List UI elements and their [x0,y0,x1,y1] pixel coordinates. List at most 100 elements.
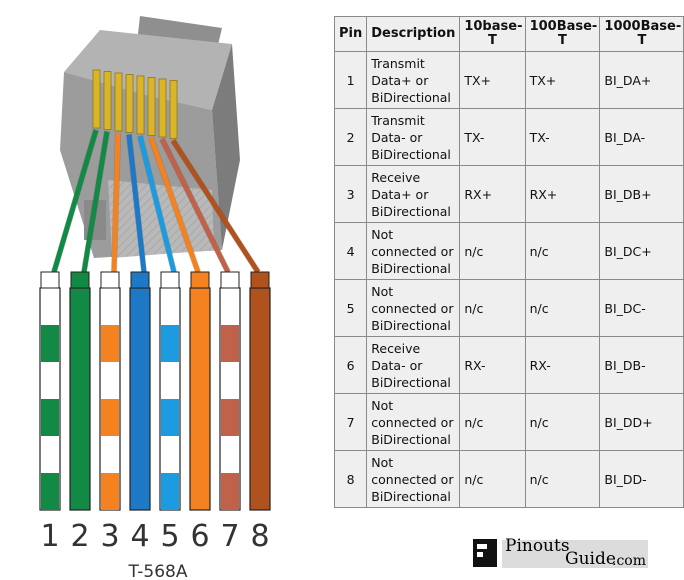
table-row: 4 Not connected or BiDirectional n/c n/c… [333,222,684,280]
pin-number-7: 7 [220,519,239,554]
cell-10base-t: RX- [459,336,526,394]
wire-lead-7 [159,137,231,274]
cell-10base-t: TX+ [459,51,526,109]
table-row: 2 Transmit Data- or BiDirectional TX- TX… [333,108,684,166]
cell-1000base-t: BI_DB- [599,336,684,394]
wire-8 [249,271,271,511]
gold-contact-7 [158,78,167,138]
cell-10base-t: n/c [459,393,526,451]
pin-number-5: 5 [160,519,179,554]
wire-lead-2 [81,131,110,273]
cell-10base-t: TX- [459,108,526,166]
cell-1000base-t: BI_DA- [599,108,684,166]
cell-10base-t: n/c [459,279,526,337]
table-row: 8 Not connected or BiDirectional n/c n/c… [333,450,684,508]
cell-pin: 2 [333,108,368,166]
cell-100base-t: RX+ [524,165,601,223]
header-100base-t: 100Base-T [524,16,601,52]
cell-100base-t: n/c [524,279,601,337]
header-description: Description [366,16,461,52]
wire-2 [69,271,91,511]
wire-lead-4 [126,134,147,273]
plug-top-face [64,30,232,110]
gold-contacts [92,69,178,139]
wire-5 [159,271,181,511]
table-row: 3 Receive Data+ or BiDirectional RX+ RX+… [333,165,684,223]
wire-lead-3 [111,132,121,273]
wire-3 [99,271,121,511]
cell-10base-t: n/c [459,450,526,508]
pin-number-3: 3 [100,519,119,554]
wire-lead-1 [51,129,99,273]
cell-pin: 1 [333,51,368,109]
table-row: 6 Receive Data- or BiDirectional RX- RX-… [333,336,684,394]
gold-contact-8 [169,80,178,139]
header-1000base-t: 1000Base-T [599,16,684,52]
pinouts-guide-logo-icon [473,539,497,567]
cell-100base-t: TX- [524,108,601,166]
cell-1000base-t: BI_DC+ [599,222,684,280]
pinout-table: Pin Description 10base-T 100Base-T 1000B… [333,16,684,508]
cell-10base-t: RX+ [459,165,526,223]
cell-description: Transmit Data+ or BiDirectional [366,51,461,109]
gold-contact-4 [125,74,134,133]
table-row: 5 Not connected or BiDirectional n/c n/c… [333,279,684,337]
wire-strands [39,271,271,511]
cell-pin: 3 [333,165,368,223]
logo-text-guide: Guide [565,549,616,569]
cell-pin: 8 [333,450,368,508]
gold-contact-6 [147,77,156,136]
header-pin: Pin [333,16,368,52]
gold-contact-3 [114,72,123,132]
header-10base-t: 10base-T [459,16,526,52]
cell-10base-t: n/c [459,222,526,280]
table-header-row: Pin Description 10base-T 100Base-T 1000B… [333,16,684,52]
cell-pin: 5 [333,279,368,337]
cell-pin: 6 [333,336,368,394]
cell-1000base-t: BI_DD- [599,450,684,508]
wire-1 [39,271,61,511]
cell-100base-t: TX+ [524,51,601,109]
gold-contact-2 [103,71,112,130]
cell-description: Not connected or BiDirectional [366,279,461,337]
wire-leads [51,129,261,274]
logo-text-com: .com [612,553,646,569]
cell-100base-t: n/c [524,222,601,280]
wire-lead-6 [148,136,201,273]
wire-lead-5 [137,135,177,273]
cell-1000base-t: BI_DC- [599,279,684,337]
pin-number-2: 2 [70,519,89,554]
cell-description: Transmit Data- or BiDirectional [366,108,461,166]
cell-description: Not connected or BiDirectional [366,450,461,508]
pin-number-1: 1 [40,519,59,554]
wire-7 [219,271,241,511]
cell-1000base-t: BI_DB+ [599,165,684,223]
gold-contact-5 [136,75,145,135]
pin-number-8: 8 [250,519,269,554]
wire-lead-8 [170,139,261,274]
pin-number-4: 4 [130,519,149,554]
standard-label: T-568A [127,562,187,580]
cell-description: Not connected or BiDirectional [366,222,461,280]
cell-100base-t: RX- [524,336,601,394]
cell-pin: 7 [333,393,368,451]
cell-1000base-t: BI_DA+ [599,51,684,109]
logo-text-pinouts: Pinouts [505,536,570,556]
gold-contact-1 [92,69,101,129]
cell-description: Receive Data- or BiDirectional [366,336,461,394]
rj45-plug [60,16,240,258]
cell-100base-t: n/c [524,393,601,451]
cell-1000base-t: BI_DD+ [599,393,684,451]
table-row: 7 Not connected or BiDirectional n/c n/c… [333,393,684,451]
cell-pin: 4 [333,222,368,280]
cell-description: Receive Data+ or BiDirectional [366,165,461,223]
pin-number-6: 6 [190,519,209,554]
wire-6 [189,271,211,511]
plug-right-face [212,44,240,250]
logo-background [502,540,648,568]
cell-description: Not connected or BiDirectional [366,393,461,451]
wire-4 [129,271,151,511]
table-row: 1 Transmit Data+ or BiDirectional TX+ TX… [333,51,684,109]
